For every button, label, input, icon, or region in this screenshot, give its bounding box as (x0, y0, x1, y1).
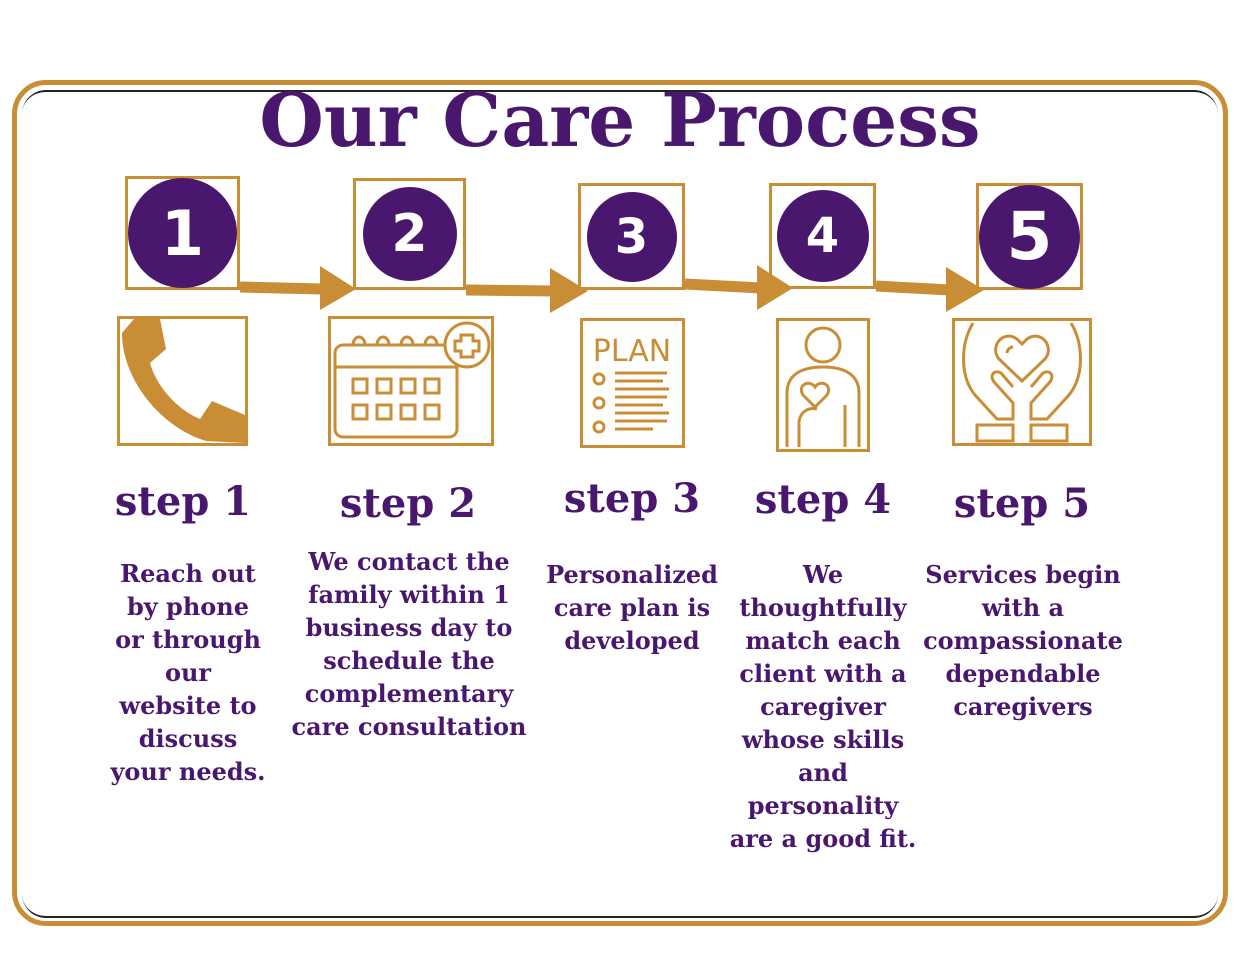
step-3-icon-box: PLAN (580, 318, 685, 448)
step-3-label: step 3 (563, 475, 701, 522)
step-2-description: We contact the family within 1 business … (291, 547, 527, 741)
step-5-number: 5 (979, 184, 1080, 289)
arrow-1-to-2 (240, 266, 356, 310)
step-5-number-box: 5 (976, 183, 1083, 290)
step-4-label: step 4 (754, 476, 892, 523)
step-5-label: step 5 (953, 480, 1091, 527)
step-4-number: 4 (776, 190, 869, 282)
hands-heart-icon (962, 322, 1082, 443)
step-4-icon-box (776, 318, 870, 452)
step-3-number: 3 (586, 191, 677, 282)
arrow-2-to-3 (466, 268, 588, 313)
caregiver-heart-icon (785, 326, 861, 447)
plan-document-icon: PLAN (592, 334, 671, 434)
step-1-description: Reach out by phone or through our websit… (110, 559, 266, 786)
arrow-4-to-5 (876, 267, 984, 312)
step-5-icon-box (952, 318, 1092, 446)
step-1-number: 1 (128, 178, 237, 288)
step-2-number-box: 2 (353, 178, 466, 290)
step-2-label: step 2 (339, 480, 477, 527)
page-title: Our Care Process (259, 78, 981, 164)
outer-frame (12, 80, 1228, 926)
step-1-number-box: 1 (125, 176, 240, 290)
calendar-medical-icon (333, 321, 491, 439)
plan-icon-text: PLAN (593, 334, 671, 369)
step-5-description: Services begin with a compassionate depe… (923, 560, 1123, 721)
phone-icon (122, 319, 245, 443)
step-4-number-box: 4 (769, 183, 876, 289)
step-2-number: 2 (362, 187, 457, 281)
step-2-icon-box (328, 316, 494, 446)
arrow-3-to-4 (685, 265, 793, 310)
inner-frame (22, 90, 1218, 918)
step-4-description: We thoughtfully match each client with a… (729, 560, 917, 853)
step-3-number-box: 3 (578, 183, 685, 290)
step-3-description: Personalized care plan is developed (546, 560, 718, 655)
step-1-label: step 1 (114, 478, 252, 525)
step-1-icon-box (117, 316, 248, 446)
